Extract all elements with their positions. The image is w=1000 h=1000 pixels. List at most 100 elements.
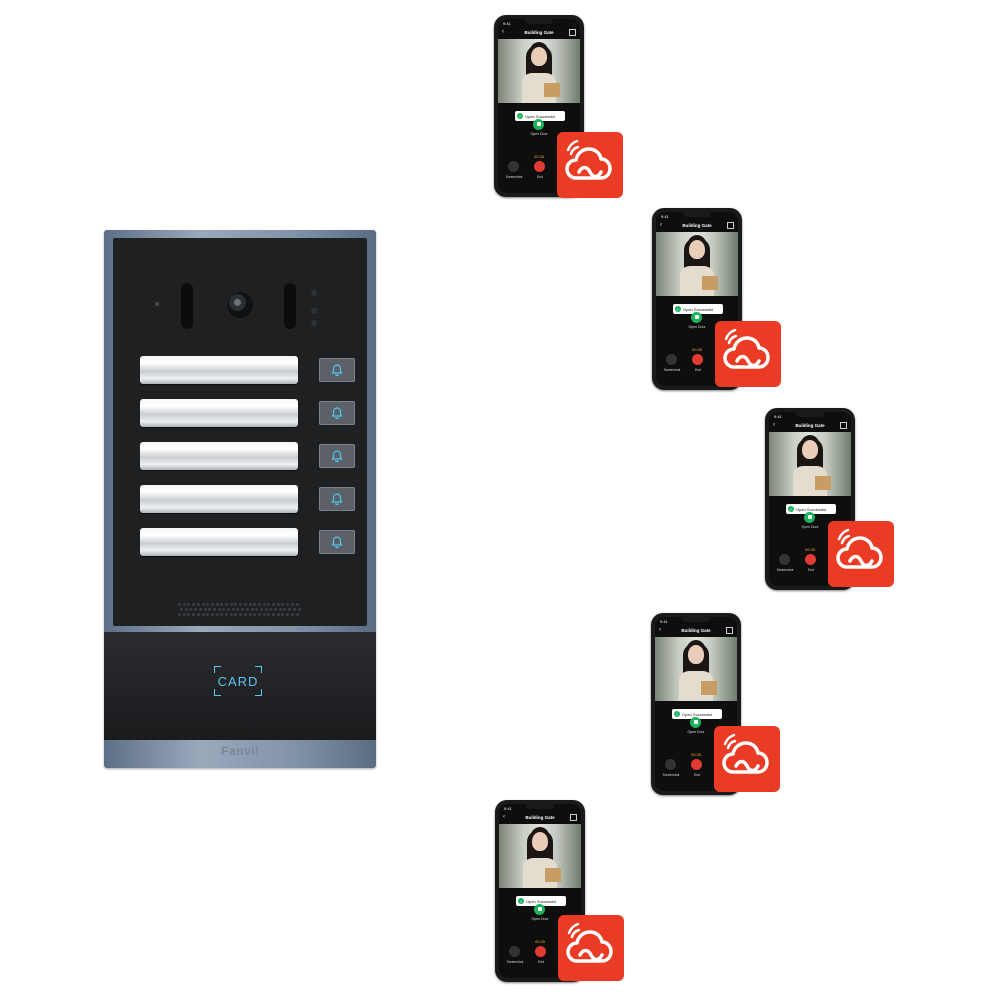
- cloud-app-badge: [714, 726, 780, 792]
- fullscreen-icon[interactable]: [569, 29, 576, 36]
- status-time: 9:41: [504, 806, 512, 811]
- end-label: End: [537, 175, 543, 179]
- fullscreen-icon[interactable]: [727, 222, 734, 229]
- cloud-icon: [565, 139, 612, 180]
- smartphone: 9:41 ‹ Building Gate ✓ Open Successful O…: [652, 208, 742, 390]
- app-title: Building Gate: [681, 628, 711, 633]
- bell-icon: [331, 536, 343, 549]
- end-call-button[interactable]: [805, 554, 816, 565]
- cloud-icon: [722, 733, 769, 774]
- screenshot-button[interactable]: [665, 759, 676, 770]
- fullscreen-icon[interactable]: [840, 422, 847, 429]
- success-toast: ✓ Open Successful: [786, 504, 836, 514]
- back-icon[interactable]: ‹: [503, 814, 505, 820]
- check-icon: ✓: [674, 711, 680, 717]
- cloud-icon: [836, 528, 883, 569]
- app-header: ‹ Building Gate: [499, 813, 581, 823]
- end-label: End: [808, 568, 814, 572]
- call-timer: 00:35: [533, 154, 544, 159]
- screenshot-label: Screenshot: [662, 773, 680, 777]
- smartphone: 9:41 ‹ Building Gate ✓ Open Successful O…: [494, 15, 584, 197]
- end-label: End: [538, 960, 544, 964]
- end-call-button[interactable]: [692, 354, 703, 365]
- screenshot-button[interactable]: [779, 554, 790, 565]
- success-toast: ✓ Open Successful: [516, 896, 566, 906]
- video-feed: ✓ Open Successful: [655, 637, 737, 719]
- card-reader-panel[interactable]: CARD: [104, 632, 376, 740]
- status-time: 9:41: [503, 21, 511, 26]
- ir-sensor: [311, 290, 317, 296]
- open-door-button[interactable]: [691, 312, 702, 323]
- screenshot-label: Screenshot: [505, 175, 523, 179]
- call-button-3[interactable]: [319, 444, 355, 468]
- app-header: ‹ Building Gate: [769, 421, 851, 431]
- video-feed: ✓ Open Successful: [498, 39, 580, 121]
- screenshot-label: Screenshot: [663, 368, 681, 372]
- status-time: 9:41: [660, 619, 668, 624]
- card-reader-label: CARD: [214, 666, 262, 696]
- phone-screen: 9:41 ‹ Building Gate ✓ Open Successful O…: [769, 412, 851, 586]
- phone-screen: 9:41 ‹ Building Gate ✓ Open Successful O…: [499, 804, 581, 978]
- call-button-4[interactable]: [319, 487, 355, 511]
- door-intercom-device: CARD Fanvil: [104, 230, 376, 768]
- open-door-label: Open Door: [531, 917, 549, 921]
- open-door-label: Open Door: [687, 730, 705, 734]
- screenshot-label: Screenshot: [506, 960, 524, 964]
- app-header: ‹ Building Gate: [498, 28, 580, 38]
- screenshot-button[interactable]: [508, 161, 519, 172]
- microphone: [155, 302, 159, 306]
- ir-sensor: [311, 308, 317, 314]
- check-icon: ✓: [788, 506, 794, 512]
- smartphone: 9:41 ‹ Building Gate ✓ Open Successful O…: [765, 408, 855, 590]
- screenshot-button[interactable]: [666, 354, 677, 365]
- app-title: Building Gate: [524, 30, 554, 35]
- call-timer: 00:35: [534, 939, 545, 944]
- open-door-button[interactable]: [690, 717, 701, 728]
- call-button-2[interactable]: [319, 401, 355, 425]
- fullscreen-icon[interactable]: [726, 627, 733, 634]
- ir-sensor: [311, 320, 317, 326]
- success-toast: ✓ Open Successful: [672, 709, 722, 719]
- end-call-button[interactable]: [535, 946, 546, 957]
- cloud-app-badge: [558, 915, 624, 981]
- name-label-bar: [140, 399, 298, 427]
- back-icon[interactable]: ‹: [659, 627, 661, 633]
- speaker-grille: [178, 601, 302, 619]
- open-door-button[interactable]: [533, 119, 544, 130]
- screenshot-button[interactable]: [509, 946, 520, 957]
- name-label-bar: [140, 528, 298, 556]
- video-feed: ✓ Open Successful: [656, 232, 738, 314]
- cloud-app-badge: [715, 321, 781, 387]
- open-door-label: Open Door: [801, 525, 819, 529]
- end-call-button[interactable]: [534, 161, 545, 172]
- app-header: ‹ Building Gate: [655, 626, 737, 636]
- app-header: ‹ Building Gate: [656, 221, 738, 231]
- back-icon[interactable]: ‹: [502, 29, 504, 35]
- light-slot-right: [284, 283, 296, 329]
- open-door-button[interactable]: [804, 512, 815, 523]
- check-icon: ✓: [518, 898, 524, 904]
- bell-icon: [331, 450, 343, 463]
- fullscreen-icon[interactable]: [570, 814, 577, 821]
- status-time: 9:41: [661, 214, 669, 219]
- back-icon[interactable]: ‹: [773, 422, 775, 428]
- intercom-face-panel: [113, 238, 367, 626]
- call-button-5[interactable]: [319, 530, 355, 554]
- phone-screen: 9:41 ‹ Building Gate ✓ Open Successful O…: [498, 19, 580, 193]
- end-call-button[interactable]: [691, 759, 702, 770]
- video-feed: ✓ Open Successful: [499, 824, 581, 906]
- video-feed: ✓ Open Successful: [769, 432, 851, 514]
- bell-icon: [331, 364, 343, 377]
- cloud-app-badge: [828, 521, 894, 587]
- open-door-button[interactable]: [534, 904, 545, 915]
- name-label-bar: [140, 485, 298, 513]
- call-button-1[interactable]: [319, 358, 355, 382]
- cloud-app-badge: [557, 132, 623, 198]
- app-title: Building Gate: [795, 423, 825, 428]
- call-timer: 00:35: [804, 547, 815, 552]
- brand-logo: Fanvil: [221, 744, 259, 758]
- open-door-label: Open Door: [688, 325, 706, 329]
- back-icon[interactable]: ‹: [660, 222, 662, 228]
- end-label: End: [695, 368, 701, 372]
- status-time: 9:41: [774, 414, 782, 419]
